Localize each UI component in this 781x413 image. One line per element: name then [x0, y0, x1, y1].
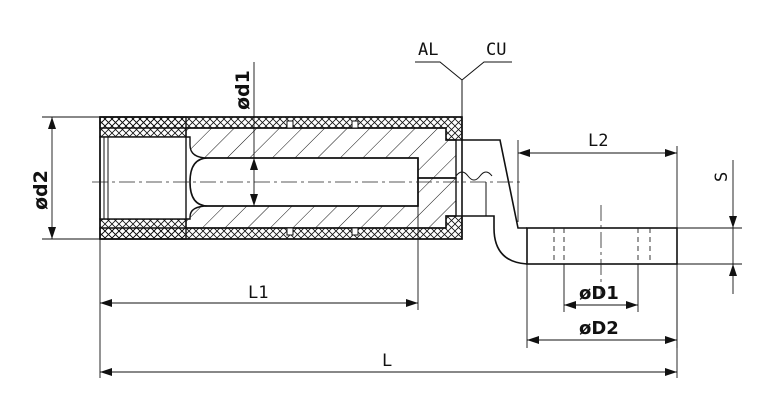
groove-top-1 — [286, 120, 294, 129]
dim-l2: L2 — [517, 131, 678, 228]
material-leader: AL CU — [415, 40, 512, 117]
palm-plate — [526, 227, 678, 265]
dim-s: S — [677, 160, 742, 294]
dim-d2: ød2 — [30, 116, 100, 240]
label-cu: CU — [486, 40, 506, 60]
neck — [455, 139, 528, 265]
label-big-d1: øD1 — [579, 283, 619, 304]
groove-bottom-1 — [286, 227, 294, 236]
label-al: AL — [418, 40, 438, 60]
label-l2: L2 — [588, 131, 608, 151]
label-s: S — [712, 172, 732, 182]
palm — [526, 205, 678, 298]
groove-top-2 — [351, 120, 359, 129]
copper-body — [185, 120, 457, 236]
label-big-d2: øD2 — [579, 318, 619, 339]
dim-big-d2: øD2 — [526, 264, 678, 348]
al-flange-bottom — [99, 218, 187, 240]
dim-d1: ød1 — [232, 62, 258, 206]
cu-body-bottom — [185, 177, 457, 229]
dim-big-d1: øD1 — [563, 264, 639, 312]
al-flange-top — [99, 116, 187, 138]
label-l1: L1 — [248, 283, 268, 303]
label-d2: ød2 — [30, 170, 52, 210]
bore-outline — [189, 157, 419, 207]
label-l: L — [382, 351, 392, 371]
dim-l1: L1 — [99, 206, 419, 310]
cu-body-top — [185, 127, 457, 179]
label-d1: ød1 — [232, 70, 254, 110]
inner-sleeve — [99, 136, 187, 220]
groove-bottom-2 — [351, 227, 359, 236]
